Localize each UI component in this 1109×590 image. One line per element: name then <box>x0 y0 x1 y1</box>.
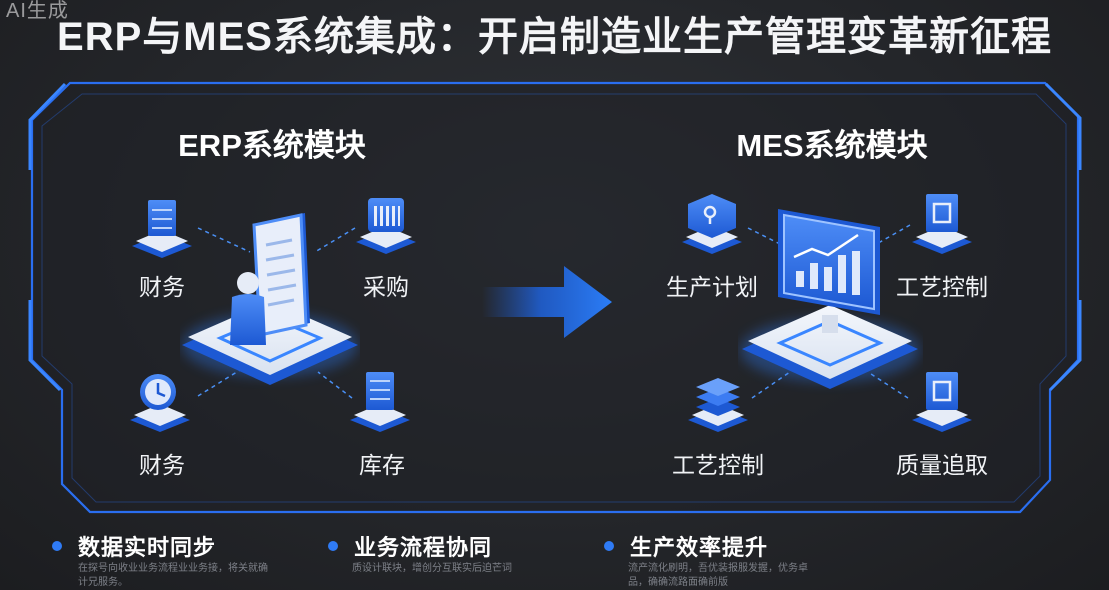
mes-module-label: 生产计划 <box>666 274 758 300</box>
feature-title: 生产效率提升 <box>630 535 769 560</box>
bullet-icon <box>328 541 338 551</box>
bullet-icon <box>604 541 614 551</box>
feature-title: 数据实时同步 <box>78 535 217 560</box>
erp-module-label: 采购 <box>363 274 409 300</box>
flow-arrow-icon <box>482 266 612 338</box>
server-icon <box>912 372 972 432</box>
erp-platform-illustration <box>182 213 358 385</box>
mes-platform-illustration <box>740 209 920 389</box>
bullet-icon <box>52 541 62 551</box>
mes-panel-title: MES系统模块 <box>736 128 928 163</box>
mes-module-label: 质量追取 <box>896 452 988 478</box>
watermark: AI生成 <box>6 0 69 22</box>
mes-module-label: 工艺控制 <box>672 452 764 478</box>
feature-item: 业务流程协同 <box>328 530 492 562</box>
erp-module-label: 财务 <box>139 274 185 300</box>
feature-desc: 质设计联块，增创分互联实后迫芒词 <box>352 563 512 574</box>
layers-icon <box>688 378 748 432</box>
feature-item: 数据实时同步 <box>52 530 216 562</box>
server-icon <box>912 194 972 254</box>
erp-module-label: 财务 <box>139 452 185 478</box>
feature-desc: 在探号向收业业务流程业业务接，将关就确计兄服务。 <box>78 563 268 588</box>
location-box-icon <box>682 194 742 254</box>
feature-title: 业务流程协同 <box>354 535 493 560</box>
feature-desc: 流产流化刷明，吾优装报服发握，优务卓品，确确流路面确前版 <box>628 563 808 588</box>
clock-icon <box>130 374 190 432</box>
erp-panel-title: ERP系统模块 <box>178 128 366 163</box>
mes-module-label: 工艺控制 <box>896 274 988 300</box>
erp-module-label: 库存 <box>359 452 405 478</box>
page-title: ERP与MES系统集成：开启制造业生产管理变革新征程 <box>57 15 1052 59</box>
storage-icon <box>350 372 410 432</box>
server-icon <box>132 200 192 258</box>
barcode-icon <box>356 198 416 254</box>
feature-item: 生产效率提升 <box>604 530 768 562</box>
